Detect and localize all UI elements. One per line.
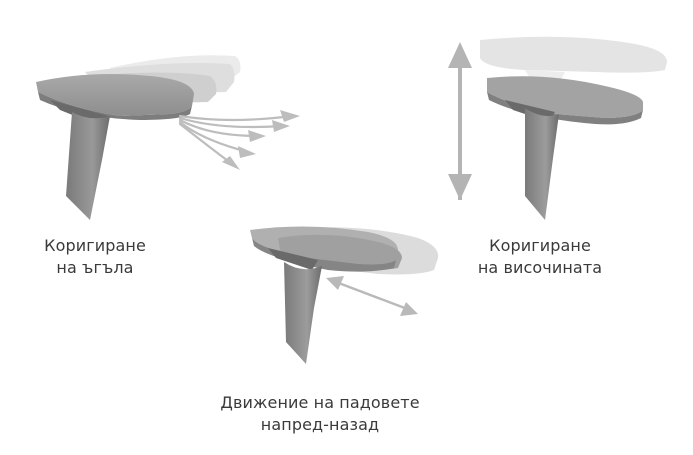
depth-caption-line2: напред-назад [260,415,380,434]
depth-caption-line1: Движение на падовете [220,393,420,412]
depth-adjust-figure [248,218,448,368]
angle-caption-line1: Коригиране [44,236,146,255]
height-adjust-caption: Коригиране на височината [455,235,625,279]
depth-adjust-caption: Движение на падовете напред-назад [195,392,445,436]
angle-adjust-caption: Коригиране на ъгъла [10,235,180,279]
height-caption-line1: Коригиране [489,236,591,255]
armrest-depth-adjust-icon [250,226,439,364]
armrest-height-adjust-icon [448,36,667,220]
armrest-angle-adjust-icon [36,55,300,220]
height-caption-line2: на височината [477,258,603,277]
angle-caption-line2: на ъгъла [56,258,134,277]
height-adjust-figure [445,28,675,228]
angle-adjust-figure [30,50,310,230]
